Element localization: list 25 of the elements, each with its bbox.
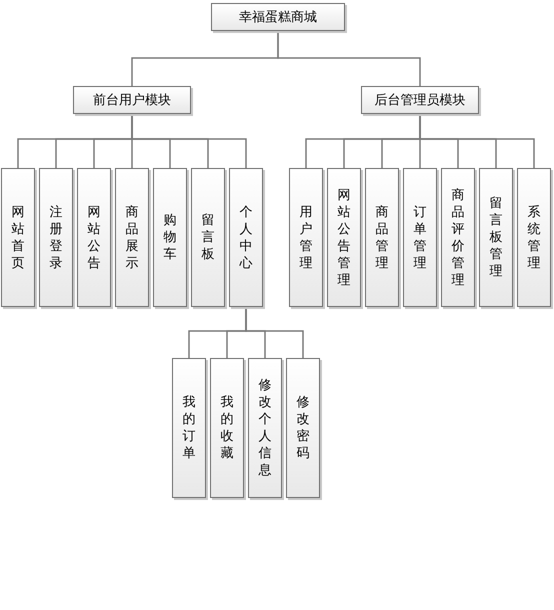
module-box: 个人中心 bbox=[229, 168, 263, 307]
module-box: 修改个人信息 bbox=[248, 358, 282, 498]
connector-line bbox=[277, 31, 421, 86]
module-box: 网站公告 bbox=[77, 168, 111, 307]
module-box: 留言板 bbox=[191, 168, 225, 307]
module-box: 商品管理 bbox=[365, 168, 399, 307]
connector-line bbox=[419, 114, 535, 168]
module-box: 留言板管理 bbox=[479, 168, 513, 307]
module-box: 系统管理 bbox=[517, 168, 551, 307]
module-box: 注册登录 bbox=[39, 168, 73, 307]
module-box: 购物车 bbox=[153, 168, 187, 307]
module-box: 网站首页 bbox=[1, 168, 35, 307]
module-box: 订单管理 bbox=[403, 168, 437, 307]
module-box: 我的订单 bbox=[172, 358, 206, 498]
module-box: 后台管理员模块 bbox=[361, 86, 479, 114]
connector-line bbox=[131, 114, 247, 168]
module-box: 网站公告管理 bbox=[327, 168, 361, 307]
module-box: 前台用户模块 bbox=[73, 86, 191, 114]
module-box: 商品评价管理 bbox=[441, 168, 475, 307]
module-box: 幸福蛋糕商城 bbox=[211, 3, 345, 31]
module-box: 商品展示 bbox=[115, 168, 149, 307]
module-box: 修改密码 bbox=[286, 358, 320, 498]
connector-line bbox=[245, 307, 304, 358]
module-box: 用户管理 bbox=[289, 168, 323, 307]
module-box: 我的收藏 bbox=[210, 358, 244, 498]
